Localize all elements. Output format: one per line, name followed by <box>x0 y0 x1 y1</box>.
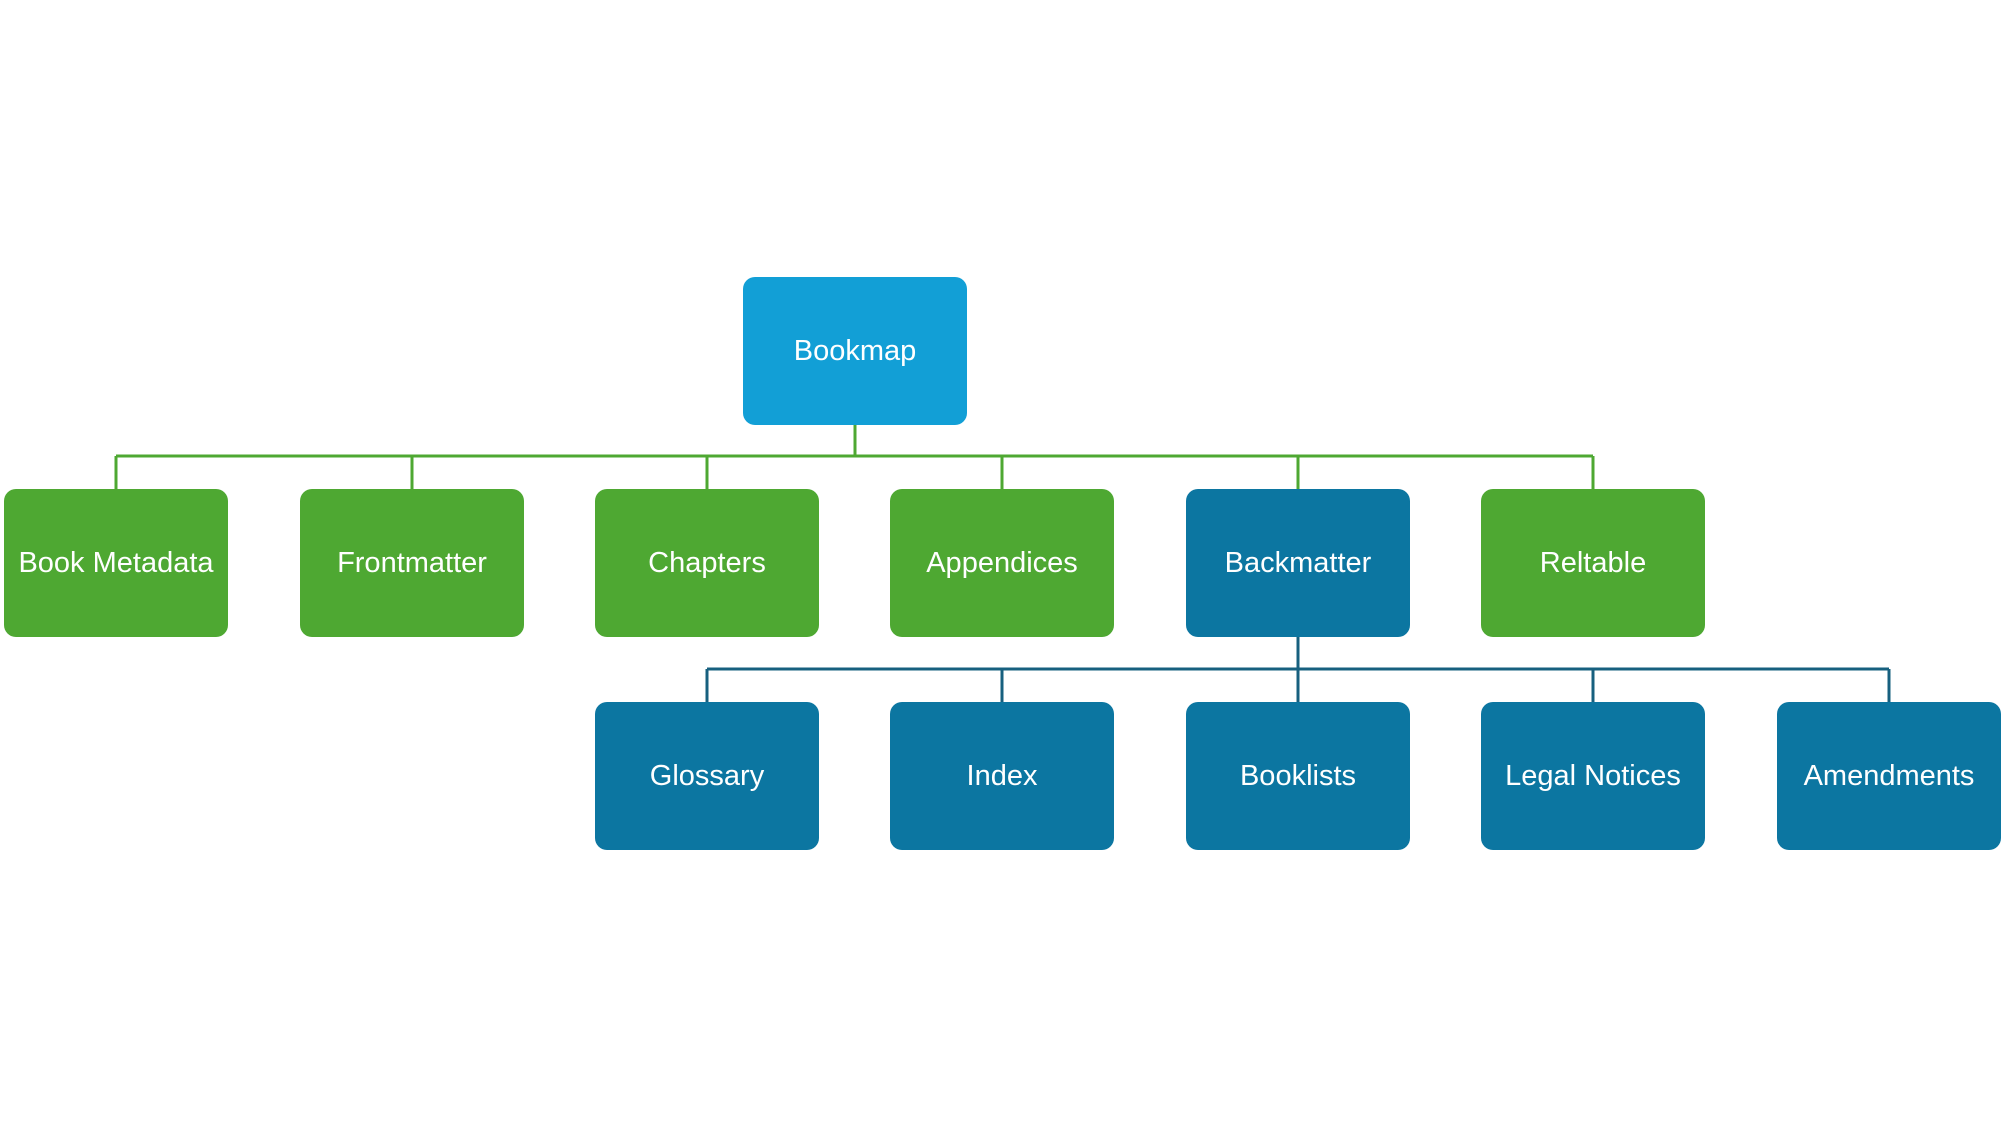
root-connectors <box>114 425 1595 489</box>
node-amendments: Amendments <box>1777 702 2001 850</box>
node-label: Chapters <box>648 546 766 579</box>
node-label: Index <box>966 759 1038 792</box>
node-legal-notices: Legal Notices <box>1481 702 1705 850</box>
node-label: Book Metadata <box>18 546 214 579</box>
node-booklists: Booklists <box>1186 702 1410 850</box>
node-label: Glossary <box>649 759 765 792</box>
node-glossary: Glossary <box>595 702 819 850</box>
node-index: Index <box>890 702 1114 850</box>
node-bookmap: Bookmap <box>743 277 967 425</box>
node-label: Booklists <box>1239 759 1357 792</box>
node-label: Backmatter <box>1224 546 1372 579</box>
node-label: Bookmap <box>793 334 917 367</box>
node-label: Appendices <box>926 546 1078 579</box>
node-label: Frontmatter <box>337 546 487 579</box>
node-chapters: Chapters <box>595 489 819 637</box>
node-label: Legal Notices <box>1505 759 1681 792</box>
node-book-metadata: Book Metadata <box>4 489 228 637</box>
node-reltable: Reltable <box>1481 489 1705 637</box>
node-appendices: Appendices <box>890 489 1114 637</box>
node-label: Amendments <box>1803 759 1975 792</box>
node-label: Reltable <box>1539 546 1647 579</box>
node-frontmatter: Frontmatter <box>300 489 524 637</box>
node-backmatter: Backmatter <box>1186 489 1410 637</box>
backmatter-connectors <box>705 637 1891 702</box>
